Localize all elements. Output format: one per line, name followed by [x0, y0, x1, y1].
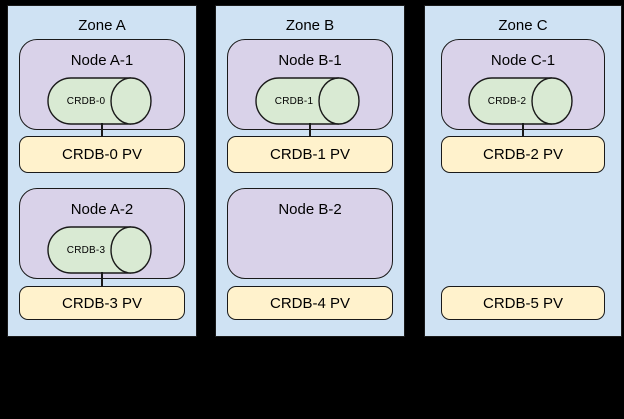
database-cylinder-crdb-3: CRDB-3 [47, 226, 153, 274]
node-label: Node A-2 [70, 201, 134, 218]
pv-box: CRDB-2 PV [441, 136, 605, 173]
zone-label: Zone B [285, 17, 335, 34]
cylinder-icon [468, 77, 573, 125]
database-label: CRDB-0 [66, 95, 106, 107]
zone-b: Zone B Node B-1 CRDB-1 CRDB-1 PV Node B-… [215, 5, 405, 337]
connector-line [101, 123, 103, 139]
database-label: CRDB-1 [274, 95, 314, 107]
zone-label: Zone C [498, 17, 548, 34]
node-label: Node B-2 [278, 201, 342, 218]
node-b1: Node B-1 CRDB-1 [227, 39, 393, 130]
database-label: CRDB-2 [487, 95, 527, 107]
zone-a: Zone A Node A-1 CRDB-0 CRDB-0 PV Node A-… [7, 5, 197, 337]
pv-box: CRDB-4 PV [227, 286, 393, 320]
node-label: Node C-1 [490, 52, 556, 69]
connector-line [522, 123, 524, 139]
database-cylinder-crdb-2: CRDB-2 [468, 77, 574, 125]
database-label: CRDB-3 [66, 244, 106, 256]
zone-label: Zone A [78, 17, 126, 34]
node-c1: Node C-1 CRDB-2 [441, 39, 605, 130]
cylinder-icon [255, 77, 360, 125]
zone-c: Zone C Node C-1 CRDB-2 CRDB-2 PV CRDB-5 … [424, 5, 622, 337]
database-cylinder-crdb-1: CRDB-1 [255, 77, 361, 125]
node-label: Node B-1 [278, 52, 342, 69]
pv-box: CRDB-0 PV [19, 136, 185, 173]
node-a1: Node A-1 CRDB-0 [19, 39, 185, 130]
node-label: Node A-1 [70, 52, 134, 69]
node-a2: Node A-2 CRDB-3 [19, 188, 185, 279]
connector-line [101, 272, 103, 288]
pv-box: CRDB-1 PV [227, 136, 393, 173]
cylinder-icon [47, 226, 152, 274]
pv-box: CRDB-5 PV [441, 286, 605, 320]
database-cylinder-crdb-0: CRDB-0 [47, 77, 153, 125]
pv-box: CRDB-3 PV [19, 286, 185, 320]
connector-line [309, 123, 311, 139]
cylinder-icon [47, 77, 152, 125]
node-b2: Node B-2 [227, 188, 393, 279]
